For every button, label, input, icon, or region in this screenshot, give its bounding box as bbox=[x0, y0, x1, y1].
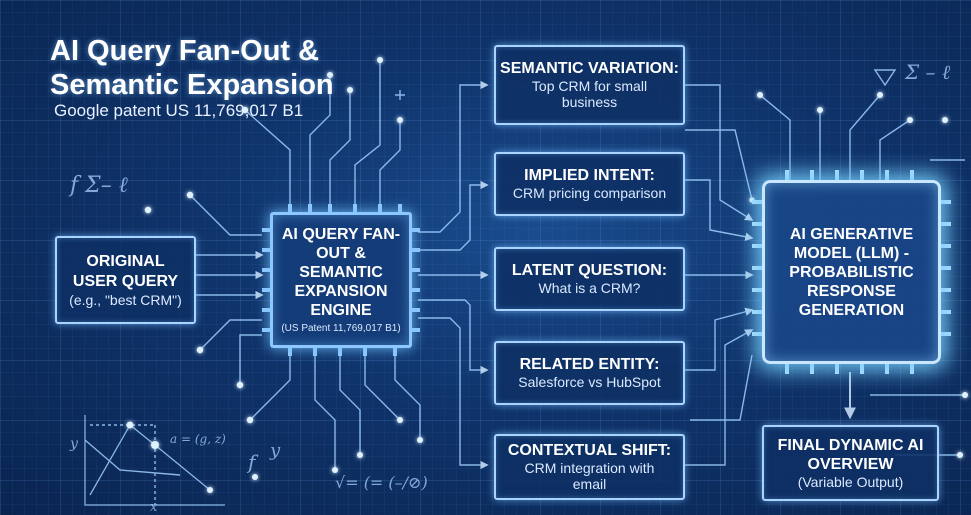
expansion-semantic-variation: SEMANTIC VARIATION: Top CRM for small bu… bbox=[494, 45, 685, 125]
axis-x-label: x bbox=[150, 500, 158, 515]
expansion-example: CRM integration with email bbox=[524, 460, 655, 492]
expansion-related-entity: RELATED ENTITY: Salesforce vs HubSpot bbox=[494, 341, 685, 405]
original-query-heading: ORIGINAL USER QUERY bbox=[72, 253, 179, 290]
engine-heading: AI QUERY FAN-OUT & SEMANTIC EXPANSION EN… bbox=[281, 225, 401, 319]
expansion-example: What is a CRM? bbox=[538, 280, 641, 296]
page-subtitle: Google patent US 11,769,017 B1 bbox=[54, 101, 304, 120]
llm-chip: AI GENERATIVE MODEL (LLM) - PROBABILISTI… bbox=[762, 180, 941, 364]
formula-graph: a = (g, z) bbox=[170, 432, 226, 446]
symbol-f: f bbox=[248, 450, 256, 474]
original-query-example: (e.g., "best CRM") bbox=[69, 292, 182, 308]
fan-out-engine-chip: AI QUERY FAN-OUT & SEMANTIC EXPANSION EN… bbox=[270, 212, 412, 348]
formula-left: f Σ– ℓ bbox=[70, 173, 128, 198]
expansion-latent-question: LATENT QUESTION: What is a CRM? bbox=[494, 247, 685, 311]
expansion-heading: CONTEXTUAL SHIFT: bbox=[507, 442, 672, 459]
expansion-implied-intent: IMPLIED INTENT: CRM pricing comparison bbox=[494, 152, 685, 216]
page-title: AI Query Fan-Out & Semantic Expansion bbox=[50, 35, 334, 101]
formula-sqrt: √= (= (–/⊘) bbox=[335, 473, 428, 492]
expansion-example: CRM pricing comparison bbox=[512, 185, 667, 201]
expansion-example: Salesforce vs HubSpot bbox=[518, 374, 661, 390]
expansion-heading: SEMANTIC VARIATION: bbox=[500, 60, 679, 77]
final-output-heading: FINAL DYNAMIC AI OVERVIEW bbox=[777, 437, 924, 473]
expansion-heading: IMPLIED INTENT: bbox=[524, 167, 655, 184]
expansion-contextual-shift: CONTEXTUAL SHIFT: CRM integration with e… bbox=[494, 434, 685, 500]
symbol-y: y bbox=[270, 440, 281, 461]
expansion-example: Top CRM for small business bbox=[531, 78, 648, 110]
formula-right: Σ – ℓ bbox=[905, 60, 951, 84]
final-output-note: (Variable Output) bbox=[797, 474, 904, 490]
expansion-heading: RELATED ENTITY: bbox=[519, 356, 660, 373]
expansion-heading: LATENT QUESTION: bbox=[511, 262, 668, 279]
llm-heading: AI GENERATIVE MODEL (LLM) - PROBABILISTI… bbox=[789, 225, 914, 319]
original-query-box: ORIGINAL USER QUERY (e.g., "best CRM") bbox=[55, 236, 196, 324]
engine-patent-label: (US Patent 11,769,017 B1) bbox=[281, 322, 401, 334]
axis-y-label: y bbox=[70, 436, 78, 452]
final-output-box: FINAL DYNAMIC AI OVERVIEW (Variable Outp… bbox=[762, 425, 939, 501]
